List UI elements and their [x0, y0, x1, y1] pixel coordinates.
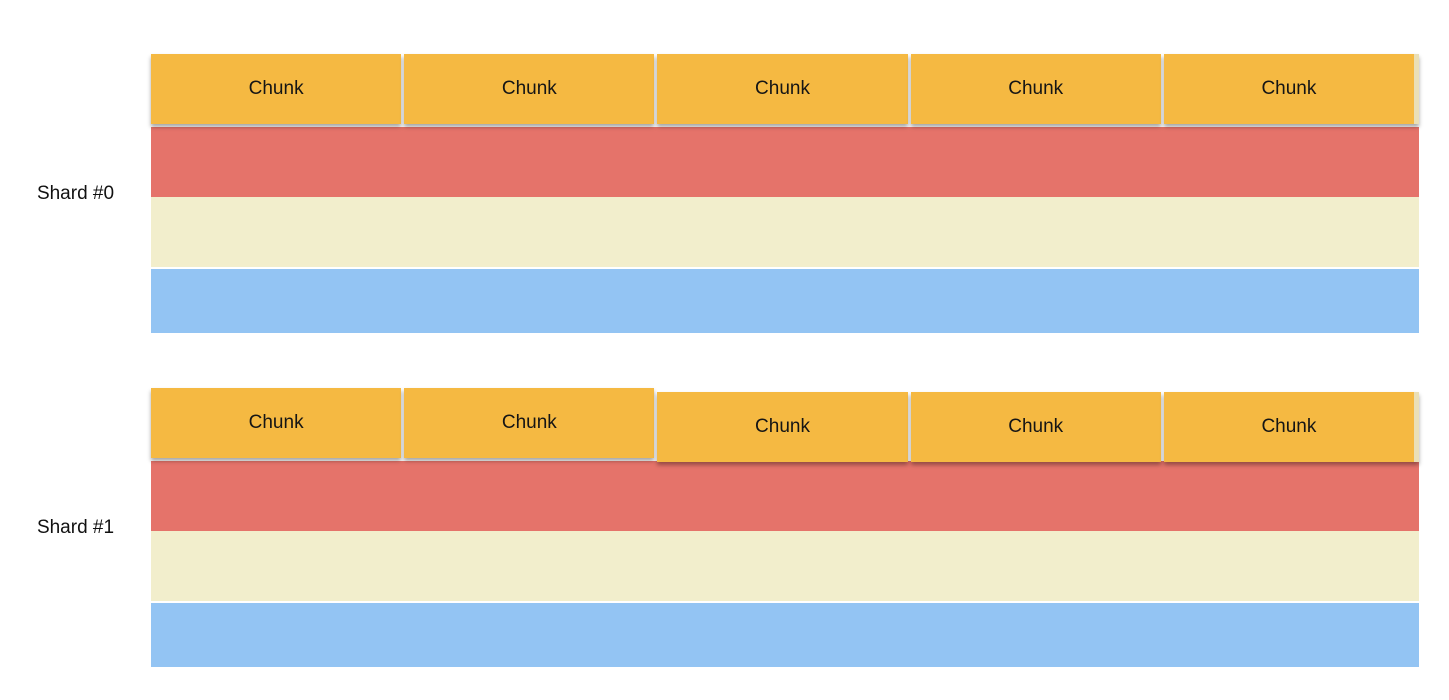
chunk-box: Chunk [404, 54, 655, 124]
red-segment-bar [151, 127, 1419, 197]
chunk-box: Chunk [1163, 392, 1420, 462]
blue-segment-bar [151, 269, 1419, 333]
chunk-box: Chunk [404, 388, 655, 458]
chunk-box: Chunk [151, 388, 402, 458]
chunk-box: Chunk [657, 392, 908, 462]
shard-label: Shard #0 [36, 182, 115, 204]
shard-label: Shard #1 [36, 516, 115, 538]
red-segment-bar [151, 461, 1419, 531]
chunk-box: Chunk [657, 54, 908, 124]
chunk-box: Chunk [910, 54, 1161, 124]
chunk-box: Chunk [1163, 54, 1420, 124]
chunk-box: Chunk [151, 54, 402, 124]
cream-segment-bar [151, 197, 1419, 267]
blue-segment-bar [151, 603, 1419, 667]
cream-segment-bar [151, 531, 1419, 601]
chunk-box: Chunk [910, 392, 1161, 462]
